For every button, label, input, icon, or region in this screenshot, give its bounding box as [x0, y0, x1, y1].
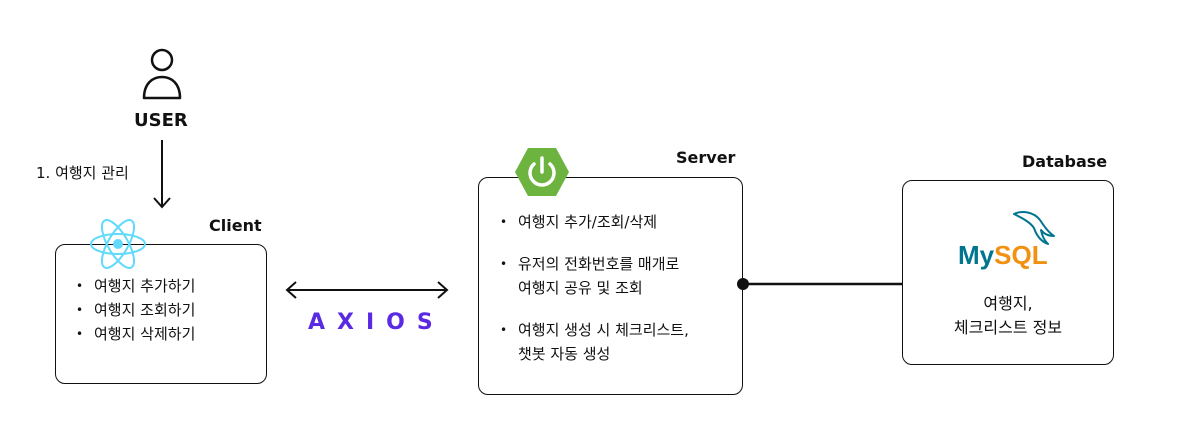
client-feature-item: 여행지 추가하기 — [76, 274, 195, 298]
server-feature-list: 여행지 추가/조회/삭제 유저의 전화번호를 매개로 여행지 공유 및 조회 여… — [500, 210, 736, 366]
user-to-client-arrow — [153, 140, 171, 209]
database-desc-line: 체크리스트 정보 — [953, 318, 1063, 337]
mysql-text-my: My — [958, 240, 995, 270]
client-feature-item: 여행지 삭제하기 — [76, 322, 195, 346]
server-feature-text: 유저의 전화번호를 매개로 — [518, 255, 680, 273]
react-icon — [90, 219, 146, 269]
database-box — [902, 180, 1114, 365]
server-feature-text: 여행지 공유 및 조회 — [518, 279, 643, 297]
server-feature-text: 여행지 추가/조회/삭제 — [518, 213, 658, 231]
axios-logo: AXIOS — [308, 310, 445, 335]
server-feature-item: 여행지 생성 시 체크리스트, 챗봇 자동 생성 — [500, 318, 736, 366]
spring-icon — [515, 148, 569, 196]
server-database-connector — [737, 278, 903, 290]
user-label: USER — [134, 110, 188, 131]
database-title: Database — [1022, 152, 1108, 171]
client-server-arrow — [285, 281, 449, 299]
mysql-text-sql: SQL — [994, 240, 1048, 270]
server-feature-text: 챗봇 자동 생성 — [518, 345, 611, 363]
database-desc-line: 여행지, — [983, 294, 1033, 313]
client-title: Client — [209, 216, 262, 235]
step-label: 1. 여행지 관리 — [36, 164, 129, 182]
mysql-logo: MySQL — [958, 208, 1068, 270]
user-icon — [142, 48, 182, 100]
client-feature-item: 여행지 조회하기 — [76, 298, 195, 322]
database-description: 여행지, 체크리스트 정보 — [902, 292, 1114, 340]
client-feature-list: 여행지 추가하기 여행지 조회하기 여행지 삭제하기 — [76, 274, 195, 346]
server-feature-item: 유저의 전화번호를 매개로 여행지 공유 및 조회 — [500, 252, 736, 300]
server-feature-item: 여행지 추가/조회/삭제 — [500, 210, 736, 234]
mysql-dolphin-icon — [1013, 211, 1055, 245]
server-title: Server — [676, 148, 736, 167]
server-feature-text: 여행지 생성 시 체크리스트, — [518, 321, 689, 339]
